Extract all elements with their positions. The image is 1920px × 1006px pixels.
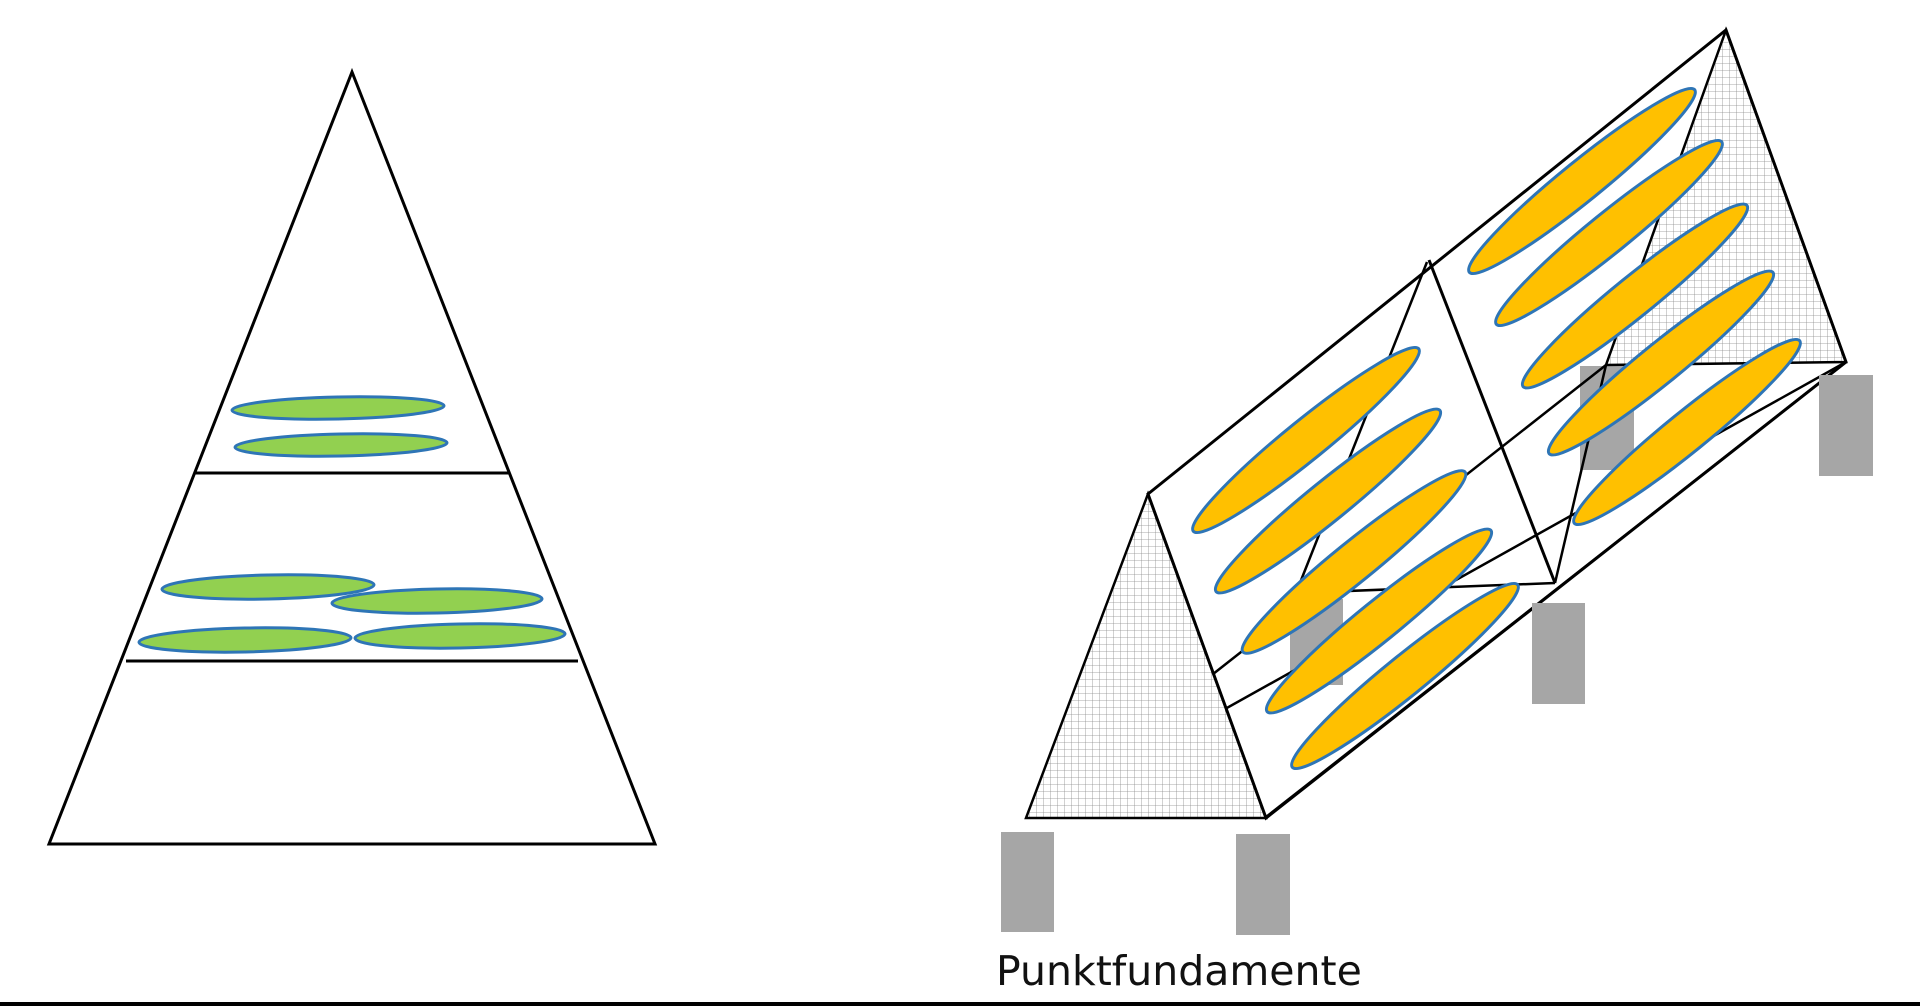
green-panel (230, 395, 446, 421)
bottom-border (0, 1002, 1920, 1006)
yellow-panel (1213, 407, 1443, 595)
yellow-panel (1546, 269, 1776, 457)
prism-diagram: Punktfundamente (996, 26, 1873, 995)
prism-roof-face (1146, 27, 1848, 821)
green-panel (233, 432, 449, 458)
prism-roof-divider (1427, 259, 1557, 584)
yellow-panel (1240, 469, 1468, 655)
yellow-panel (1520, 202, 1750, 390)
prism-front-face (1024, 490, 1268, 820)
green-panel (353, 622, 567, 650)
yellow-panel (1494, 138, 1724, 328)
yellow-panel (1264, 527, 1494, 715)
prism-frame-line (1294, 261, 1429, 594)
yellow-panel (1467, 86, 1697, 276)
yellow-panel (1572, 337, 1802, 527)
point-foundation (1236, 834, 1290, 935)
point-foundation (1001, 832, 1054, 932)
foundation-label: Punktfundamente (996, 947, 1362, 995)
point-foundation (1819, 375, 1873, 476)
green-panel (137, 626, 353, 654)
green-panel (330, 587, 544, 615)
green-panel (160, 573, 376, 601)
pyramid-outline (46, 67, 658, 846)
yellow-panel (1290, 581, 1520, 771)
point-foundation (1532, 603, 1585, 704)
yellow-panel (1191, 345, 1421, 535)
pyramid-diagram (46, 67, 658, 846)
